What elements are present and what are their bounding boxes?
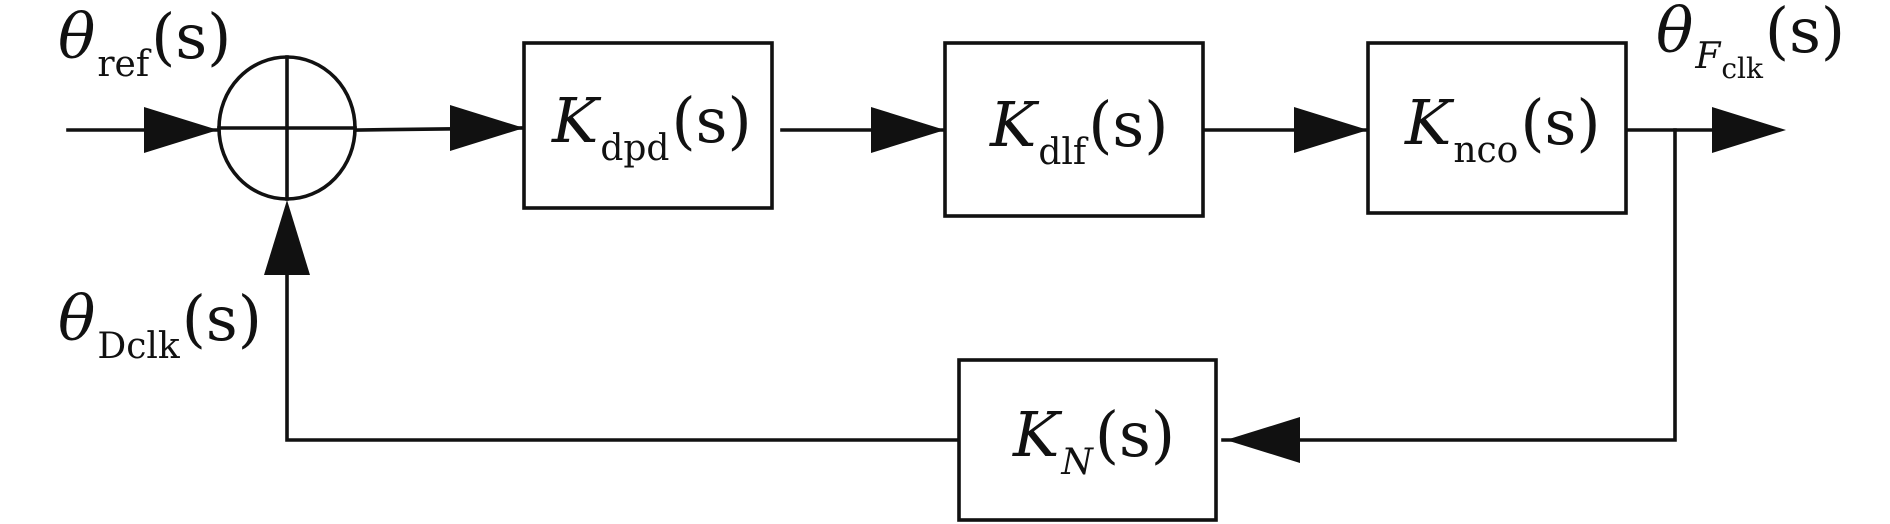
output-arrowhead — [1712, 107, 1786, 153]
summer-feedback-arrowhead — [264, 200, 310, 275]
block-dpd-label: Kdpd(s) — [551, 84, 752, 169]
connections — [66, 126, 1732, 442]
block-kn-label: KN(s) — [1012, 398, 1175, 483]
summing-junction — [217, 55, 357, 201]
dlf-input-arrowhead — [871, 107, 945, 153]
feedback-signal-label: θDclk(s) — [58, 282, 262, 367]
reference-signal-label: θref(s) — [58, 0, 231, 85]
feedback-return-line — [285, 270, 958, 442]
block-dpd: Kdpd(s) — [522, 41, 774, 210]
block-nco-label: Knco(s) — [1404, 86, 1601, 171]
input-arrowhead — [144, 107, 218, 153]
dpd-input-arrowhead — [450, 105, 524, 151]
arrowheads — [144, 105, 1786, 463]
block-nco: Knco(s) — [1366, 41, 1628, 215]
block-dlf-label: Kdlf(s) — [989, 88, 1168, 173]
block-dlf: Kdlf(s) — [943, 41, 1205, 218]
output-signal-label: θFclk(s) — [1656, 0, 1845, 85]
block-kn: KN(s) — [957, 358, 1218, 522]
feedback-tap-line — [1221, 128, 1677, 442]
kn-input-arrowhead — [1226, 417, 1300, 463]
nco-input-arrowhead — [1294, 107, 1368, 153]
